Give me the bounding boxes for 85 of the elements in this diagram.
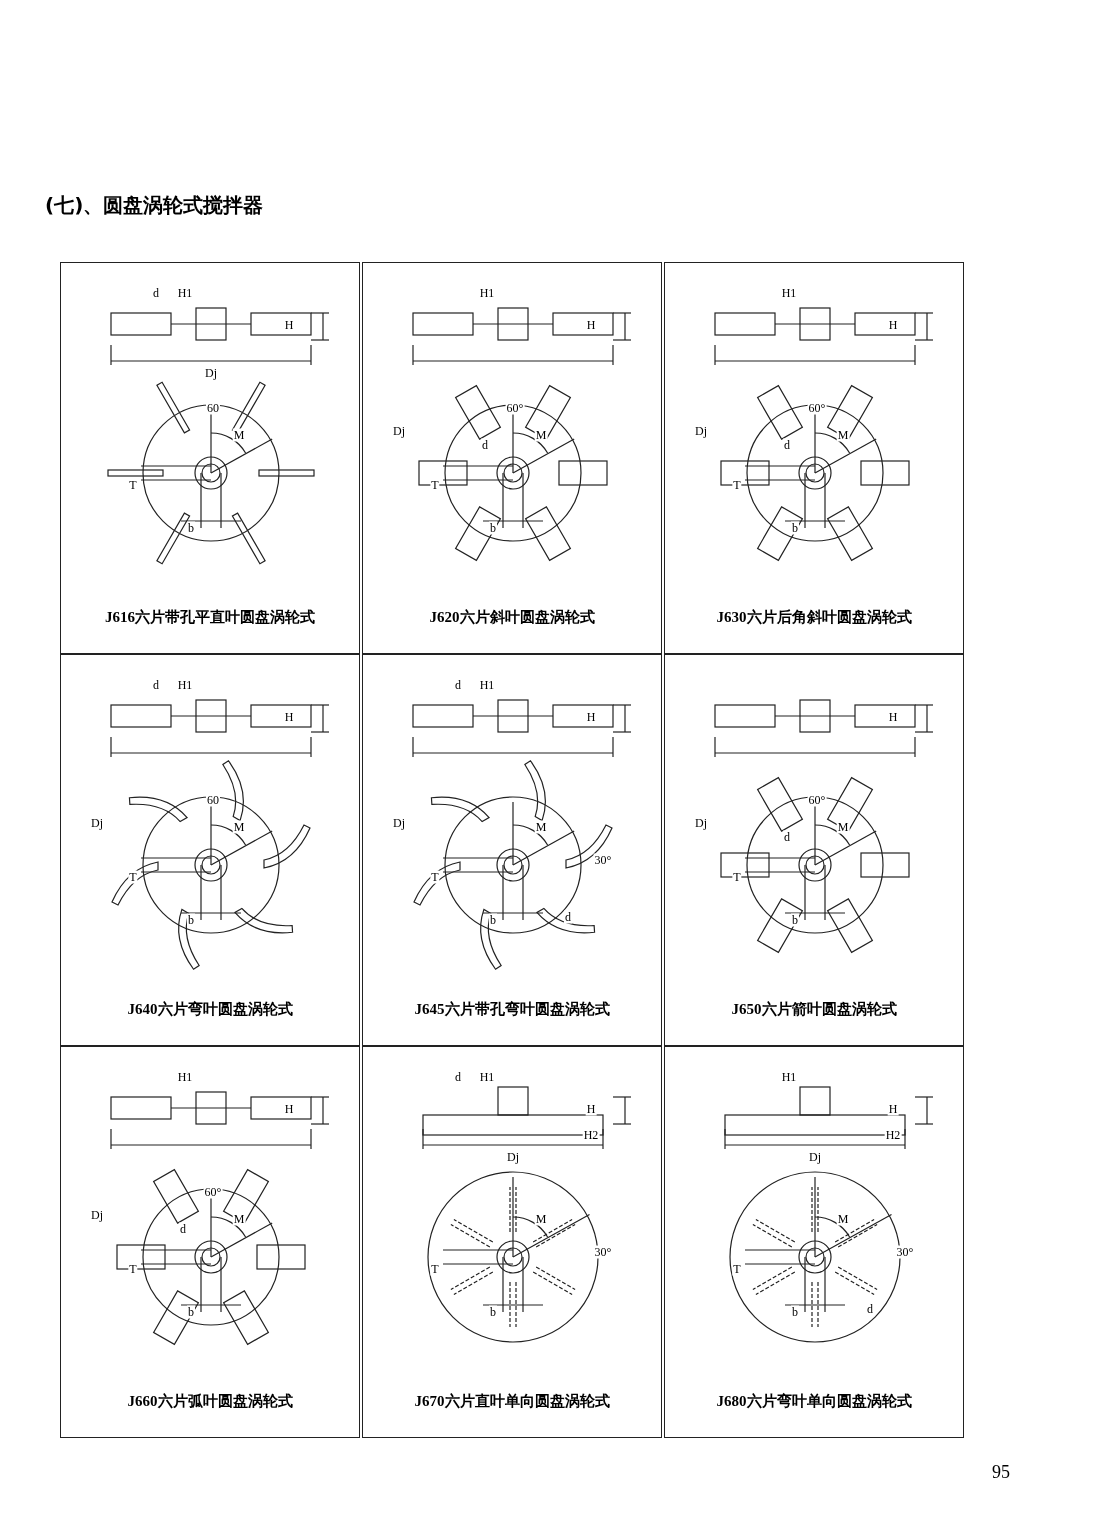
dimension-label: 60°: [807, 793, 827, 807]
dimension-label: H1: [176, 1070, 194, 1084]
model-caption: J650六片箭叶圆盘涡轮式: [730, 1000, 898, 1019]
dimension-label: d: [783, 830, 791, 844]
section-heading: (七)、圆盘涡轮式搅拌器: [45, 192, 264, 219]
dimension-label: M: [534, 1212, 548, 1226]
model-caption: J645六片带孔弯叶圆盘涡轮式: [413, 1000, 611, 1019]
dimension-label: b: [791, 1305, 799, 1319]
dimension-label: M: [232, 428, 246, 442]
dimension-label: 60: [206, 401, 220, 415]
dimension-label: b: [187, 913, 195, 927]
dimension-label: M: [836, 1212, 850, 1226]
model-caption: J616六片带孔平直叶圆盘涡轮式: [104, 608, 316, 627]
model-caption: J660六片弧叶圆盘涡轮式: [126, 1392, 294, 1411]
dimension-label: H1: [176, 678, 194, 692]
dimension-label: 60°: [807, 401, 827, 415]
model-caption: J670六片直叶单向圆盘涡轮式: [413, 1392, 611, 1411]
dimension-label: M: [836, 820, 850, 834]
dimension-label: Dj: [392, 424, 406, 438]
dimension-label: M: [232, 1212, 246, 1226]
dimension-label: H1: [780, 286, 798, 300]
dimension-label: Dj: [90, 1208, 104, 1222]
dimension-label: b: [489, 521, 497, 535]
dimension-label: H: [887, 710, 899, 724]
dimension-label: d: [564, 910, 572, 924]
dimension-label: H: [283, 710, 295, 724]
dimension-label: H2: [884, 1128, 902, 1142]
dimension-label: T: [430, 478, 440, 492]
dimension-label: H1: [478, 286, 496, 300]
dimension-label: H: [585, 1102, 597, 1116]
dimension-label: T: [128, 870, 138, 884]
dimension-label: d: [866, 1302, 874, 1316]
dimension-label: H1: [478, 1070, 496, 1084]
dimension-label: d: [481, 438, 489, 452]
dimension-label: Dj: [694, 816, 708, 830]
dimension-label: d: [179, 1222, 187, 1236]
dimension-label: H1: [780, 1070, 798, 1084]
dimension-label: Dj: [808, 1150, 822, 1164]
dimension-label: 30°: [593, 1245, 613, 1259]
dimension-label: M: [534, 428, 548, 442]
dimension-label: 30°: [895, 1245, 915, 1259]
dimension-label: b: [791, 913, 799, 927]
dimension-label: H: [585, 318, 597, 332]
model-caption: J620六片斜叶圆盘涡轮式: [428, 608, 596, 627]
model-caption: J630六片后角斜叶圆盘涡轮式: [715, 608, 913, 627]
dimension-label: H: [887, 1102, 899, 1116]
dimension-label: d: [783, 438, 791, 452]
dimension-label: T: [732, 478, 742, 492]
dimension-label: H1: [176, 286, 194, 300]
dimension-label: d: [454, 1070, 462, 1084]
page-number: 95: [992, 1462, 1010, 1483]
dimension-label: b: [187, 1305, 195, 1319]
dimension-label: d: [152, 678, 160, 692]
dimension-label: Dj: [506, 1150, 520, 1164]
dimension-label: d: [454, 678, 462, 692]
dimension-label: 30°: [593, 853, 613, 867]
dimension-label: T: [732, 870, 742, 884]
dimension-label: b: [791, 521, 799, 535]
dimension-label: T: [430, 870, 440, 884]
dimension-label: Dj: [90, 816, 104, 830]
dimension-label: H2: [582, 1128, 600, 1142]
dimension-label: T: [732, 1262, 742, 1276]
dimension-label: M: [534, 820, 548, 834]
dimension-label: Dj: [204, 366, 218, 380]
dimension-label: d: [152, 286, 160, 300]
dimension-label: M: [836, 428, 850, 442]
dimension-label: Dj: [694, 424, 708, 438]
dimension-label: H: [283, 1102, 295, 1116]
dimension-label: b: [187, 521, 195, 535]
model-caption: J680六片弯叶单向圆盘涡轮式: [715, 1392, 913, 1411]
dimension-label: H: [887, 318, 899, 332]
dimension-label: H1: [478, 678, 496, 692]
dimension-label: H: [585, 710, 597, 724]
dimension-label: H: [283, 318, 295, 332]
dimension-label: b: [489, 1305, 497, 1319]
dimension-label: 60: [206, 793, 220, 807]
dimension-label: b: [489, 913, 497, 927]
dimension-label: T: [430, 1262, 440, 1276]
dimension-label: M: [232, 820, 246, 834]
dimension-label: 60°: [505, 401, 525, 415]
dimension-label: 60°: [203, 1185, 223, 1199]
dimension-label: T: [128, 478, 138, 492]
dimension-label: Dj: [392, 816, 406, 830]
dimension-label: T: [128, 1262, 138, 1276]
model-caption: J640六片弯叶圆盘涡轮式: [126, 1000, 294, 1019]
